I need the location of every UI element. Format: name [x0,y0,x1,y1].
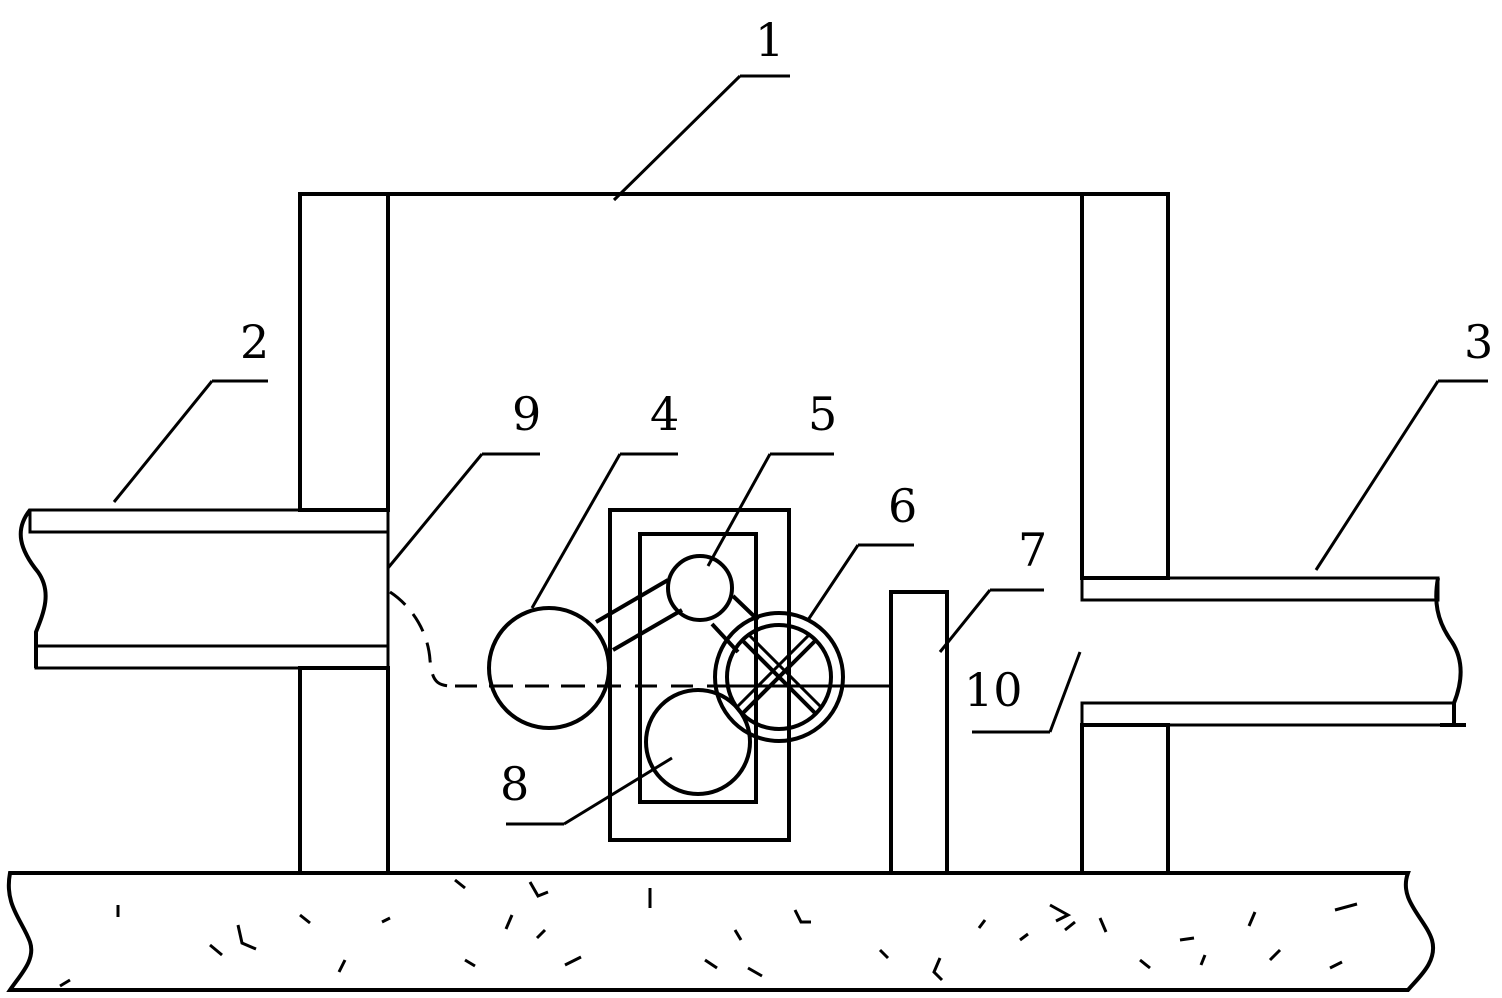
label-10: 10 [964,663,1023,717]
ground-aggregate [59,878,1358,988]
ground-base [6,871,1436,992]
label-1: 1 [755,13,784,67]
label-4: 4 [650,387,679,441]
label-5: 5 [808,387,837,441]
control-box [608,508,791,842]
linkage-rod [594,578,760,654]
baffle-plate [889,590,949,875]
inlet-pipe [18,508,390,670]
float-flap-dashed [389,590,451,688]
label-6: 6 [888,479,917,533]
label-8: 8 [500,757,529,811]
right-wall [1080,192,1170,875]
leader-lines [112,74,1488,826]
lower-ball [644,688,752,796]
label-2: 2 [240,315,269,369]
label-3: 3 [1464,315,1493,369]
outlet-pipe [1080,576,1466,727]
float-ball [487,606,611,730]
label-9: 9 [512,387,541,441]
valve-wheel [713,611,891,743]
pivot-ball [666,554,734,622]
label-7: 7 [1018,523,1047,577]
